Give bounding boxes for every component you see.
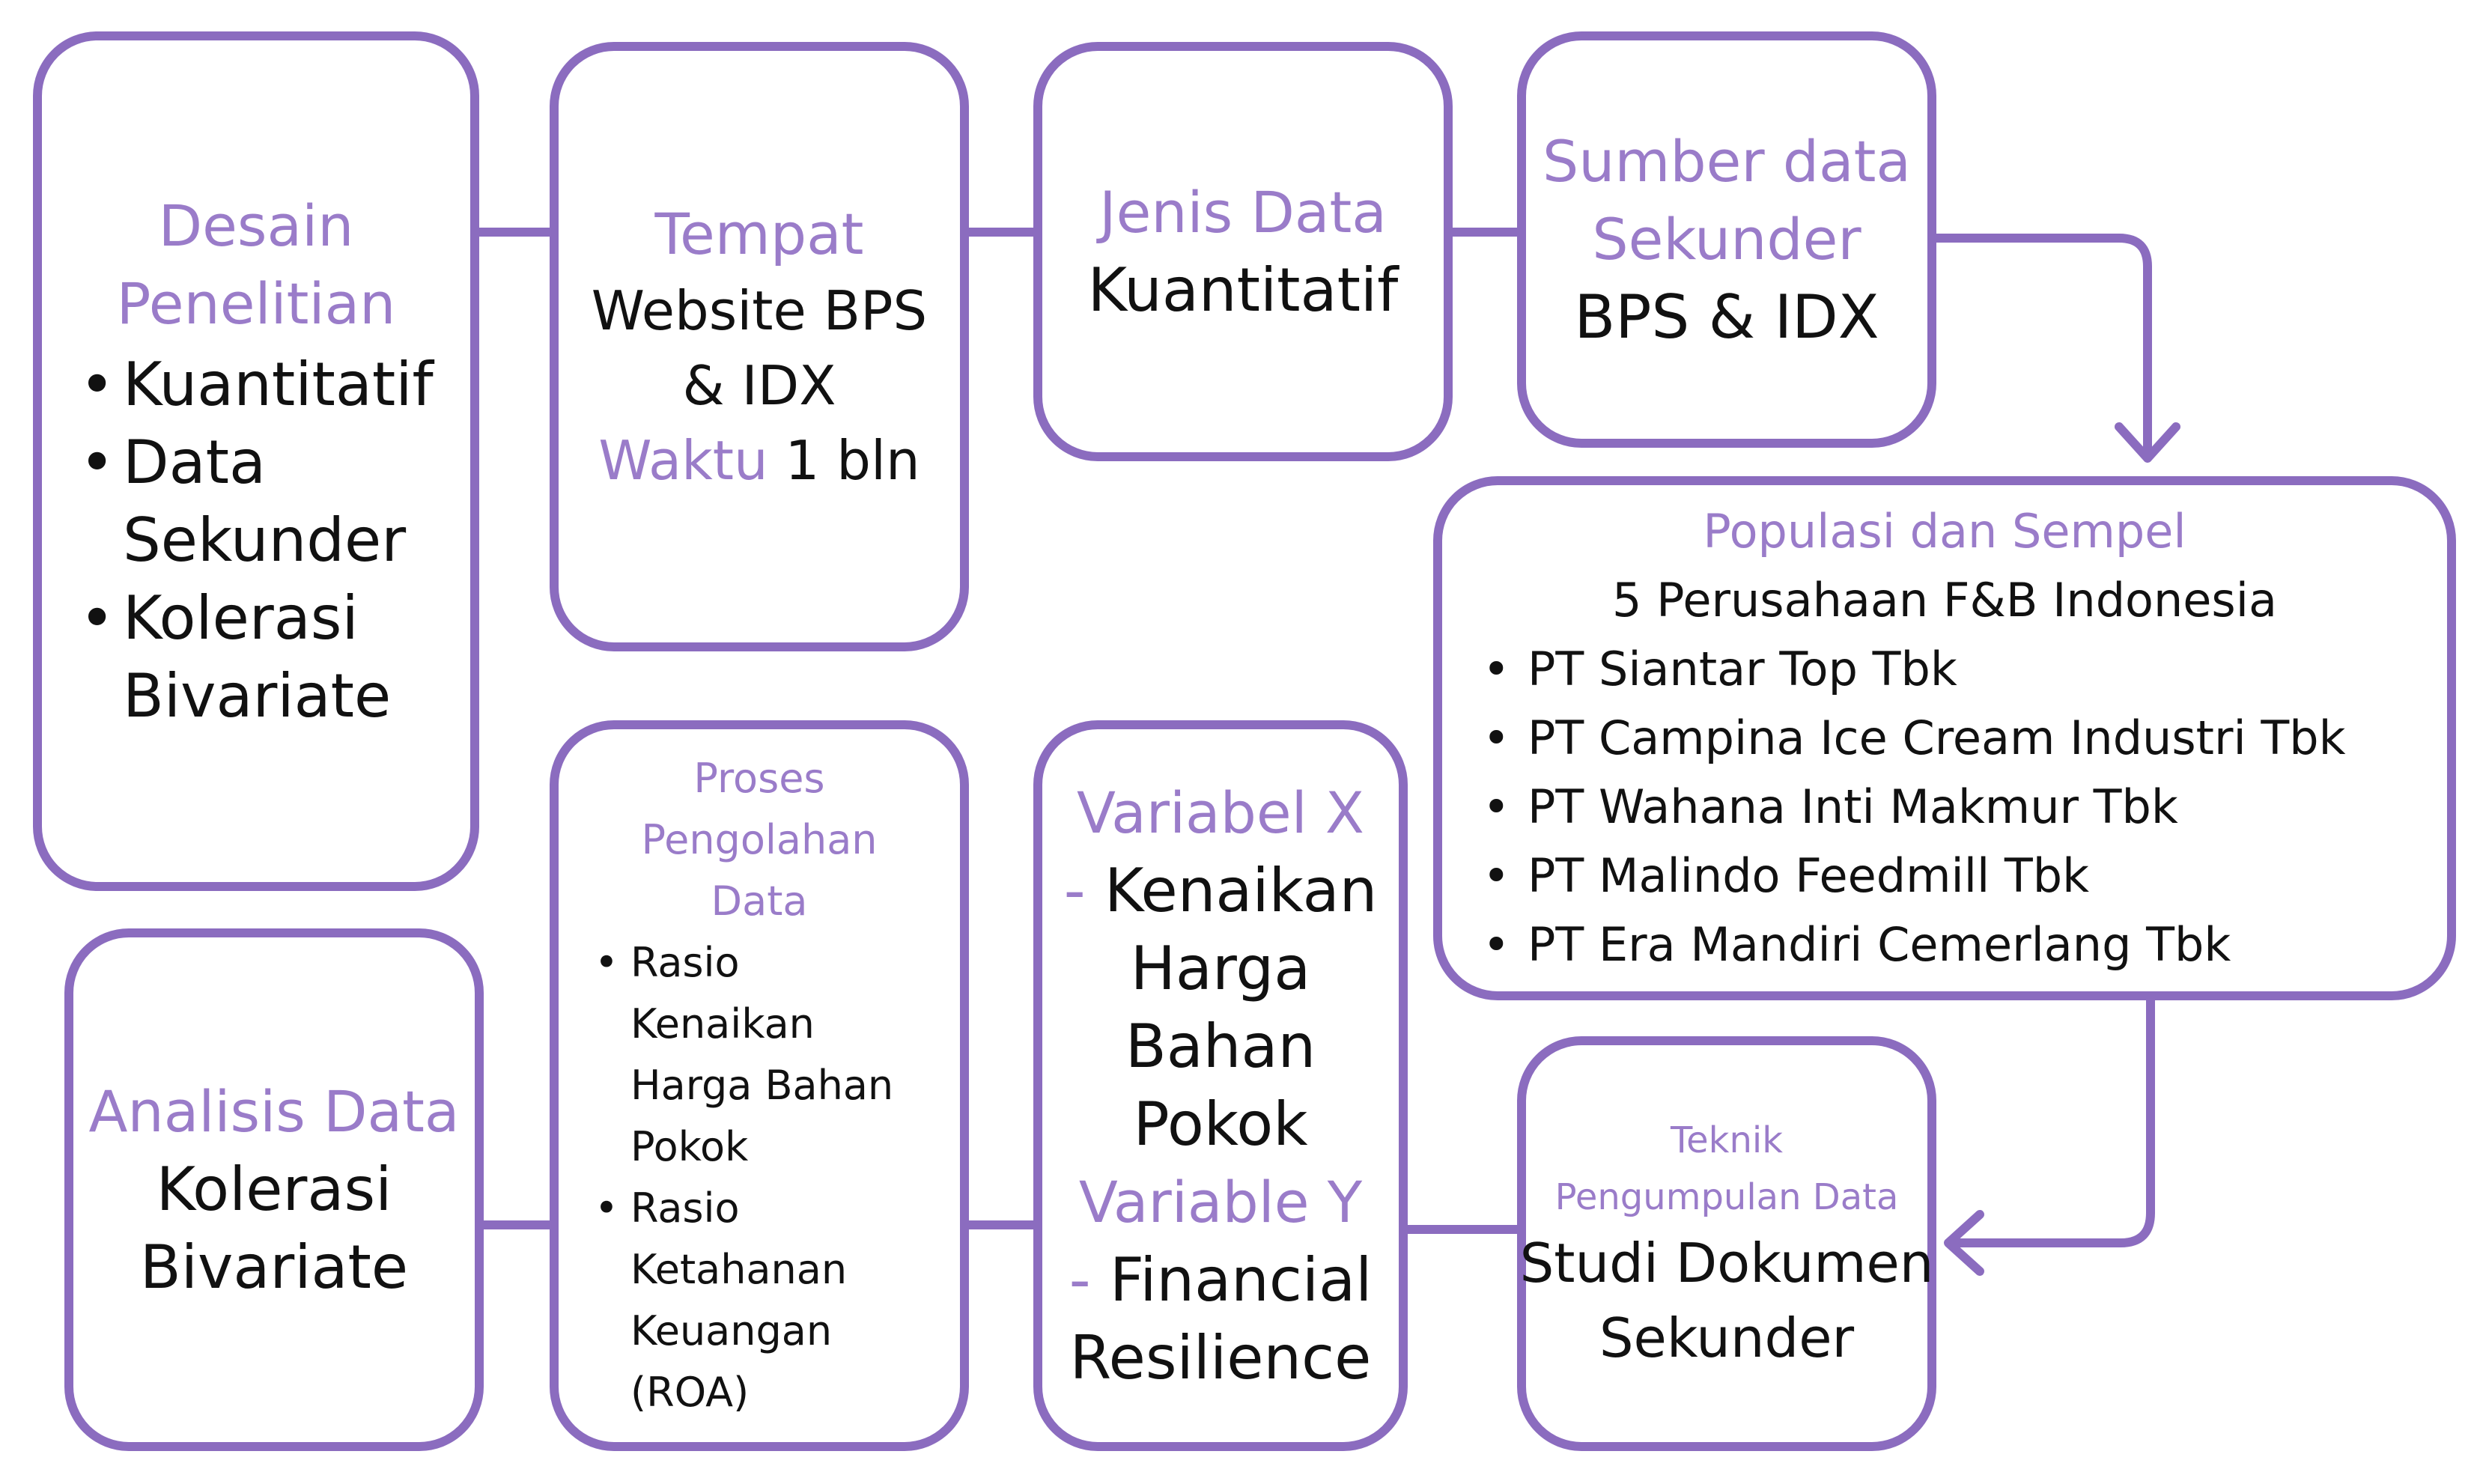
analisis-data-box: Analisis Data Kolerasi Bivariate <box>64 928 484 1451</box>
company-name: PT Siantar Top Tbk <box>1528 642 1957 696</box>
sumber-label-line2: Sekunder <box>1592 206 1861 273</box>
jenis-value: Kuantitatif <box>1087 255 1399 325</box>
teknik-value-line1: Studi Dokumen <box>1519 1232 1934 1295</box>
desain-title-line1: Desain <box>158 192 354 259</box>
proses-item: Rasio Ketahanan Keuangan (ROA) <box>595 1178 931 1423</box>
waktu-line: Waktu 1 bln <box>598 423 920 498</box>
list-item: PT Siantar Top Tbk <box>1483 635 2426 704</box>
sumber-label-line1: Sumber data <box>1542 128 1912 195</box>
waktu-value: 1 bln <box>785 429 920 492</box>
tempat-box: Tempat Website BPS & IDX Waktu 1 bln <box>550 42 969 651</box>
analisis-value-line1: Kolerasi <box>156 1155 392 1224</box>
analisis-label: Analisis Data <box>88 1078 460 1145</box>
variabel-box: Variabel X - Kenaikan Harga Bahan Pokok … <box>1033 720 1408 1451</box>
populasi-title: Populasi dan Sempel <box>1703 504 2186 559</box>
desain-list: Kuantitatif Data Sekunder Kolerasi Bivar… <box>76 346 436 735</box>
list-item: PT Era Mandiri Cemerlang Tbk <box>1483 910 2426 979</box>
list-item: PT Malindo Feedmill Tbk <box>1483 842 2426 910</box>
desain-item: Data Sekunder <box>79 424 436 580</box>
variabel-y-label: Variable Y <box>1078 1169 1363 1235</box>
proses-item-text: Rasio <box>630 1185 740 1232</box>
desain-item-text: Data <box>123 428 267 497</box>
arrowhead-down-icon <box>2115 422 2180 463</box>
desain-item-text: Kolerasi <box>123 583 359 653</box>
analisis-value-line2: Bivariate <box>139 1232 409 1302</box>
proses-title-line3: Data <box>711 878 808 925</box>
variabel-y-value: Financial <box>1110 1245 1373 1315</box>
proses-item-text: (ROA) <box>630 1369 750 1416</box>
teknik-pengumpulan-box: Teknik Pengumpulan Data Studi Dokumen Se… <box>1517 1036 1936 1451</box>
desain-penelitian-box: Desain Penelitian Kuantitatif Data Sekun… <box>33 31 479 891</box>
desain-item: Kuantitatif <box>79 346 436 424</box>
list-item: PT Wahana Inti Makmur Tbk <box>1483 773 2426 842</box>
proses-item-text: Ketahanan <box>630 1246 848 1293</box>
teknik-label-line2: Pengumpulan Data <box>1554 1176 1899 1218</box>
variabel-y-line1: - Financial <box>1069 1241 1373 1319</box>
desain-item-text: Kuantitatif <box>123 350 434 419</box>
company-name: PT Campina Ice Cream Industri Tbk <box>1528 711 2346 765</box>
variabel-y-line2: Resilience <box>1069 1323 1372 1393</box>
variabel-x-line2: Harga <box>1130 934 1311 1003</box>
desain-title-line2: Penelitian <box>116 270 396 337</box>
proses-item-text: Keuangan <box>630 1307 833 1354</box>
waktu-label: Waktu <box>598 429 768 492</box>
variabel-x-line4: Pokok <box>1133 1089 1308 1159</box>
variabel-y-dash: - <box>1069 1245 1091 1315</box>
proses-pengolahan-box: Proses Pengolahan Data Rasio Kenaikan Ha… <box>550 720 969 1451</box>
variabel-x-label: Variabel X <box>1077 779 1364 846</box>
teknik-label-line1: Teknik <box>1670 1119 1784 1161</box>
desain-item-text: Sekunder <box>123 505 407 575</box>
proses-title-line2: Pengolahan <box>641 816 878 863</box>
sumber-data-box: Sumber data Sekunder BPS & IDX <box>1517 31 1936 448</box>
tempat-value-line1: Website BPS <box>591 279 928 342</box>
list-item: PT Campina Ice Cream Industri Tbk <box>1483 704 2426 773</box>
desain-item: Kolerasi Bivariate <box>79 580 436 735</box>
variabel-x-line1: - Kenaikan <box>1064 852 1378 930</box>
arrowhead-left-icon <box>1944 1210 1984 1276</box>
connector-populasi-teknik <box>1945 996 2155 1247</box>
company-list: PT Siantar Top Tbk PT Campina Ice Cream … <box>1463 635 2426 979</box>
company-name: PT Malindo Feedmill Tbk <box>1528 848 2090 903</box>
variabel-x-value: Kenaikan <box>1104 856 1378 925</box>
populasi-subtitle: 5 Perusahaan F&B Indonesia <box>1612 573 2277 627</box>
populasi-sempel-box: Populasi dan Sempel 5 Perusahaan F&B Ind… <box>1433 476 2456 1000</box>
connector-sumber-populasi <box>1927 234 2152 460</box>
variabel-x-dash: - <box>1063 856 1086 925</box>
tempat-label: Tempat <box>654 201 864 267</box>
variabel-x-line3: Bahan <box>1125 1012 1316 1081</box>
proses-item-text: Rasio <box>630 939 740 986</box>
tempat-value-line2: & IDX <box>682 354 836 417</box>
company-name: PT Wahana Inti Makmur Tbk <box>1528 779 2178 834</box>
teknik-value-line2: Sekunder <box>1599 1307 1855 1369</box>
jenis-data-box: Jenis Data Kuantitatif <box>1033 42 1453 461</box>
proses-item-text: Kenaikan <box>630 1000 815 1047</box>
sumber-value: BPS & IDX <box>1574 282 1879 352</box>
desain-item-text: Bivariate <box>123 661 392 731</box>
proses-item-text: Harga Bahan <box>630 1062 894 1109</box>
proses-title-line1: Proses <box>693 755 825 802</box>
proses-list: Rasio Kenaikan Harga Bahan Pokok Rasio K… <box>587 932 931 1423</box>
proses-item: Rasio Kenaikan Harga Bahan Pokok <box>595 932 931 1178</box>
jenis-label: Jenis Data <box>1099 179 1387 246</box>
company-name: PT Era Mandiri Cemerlang Tbk <box>1528 917 2231 972</box>
proses-item-text: Pokok <box>630 1123 749 1170</box>
